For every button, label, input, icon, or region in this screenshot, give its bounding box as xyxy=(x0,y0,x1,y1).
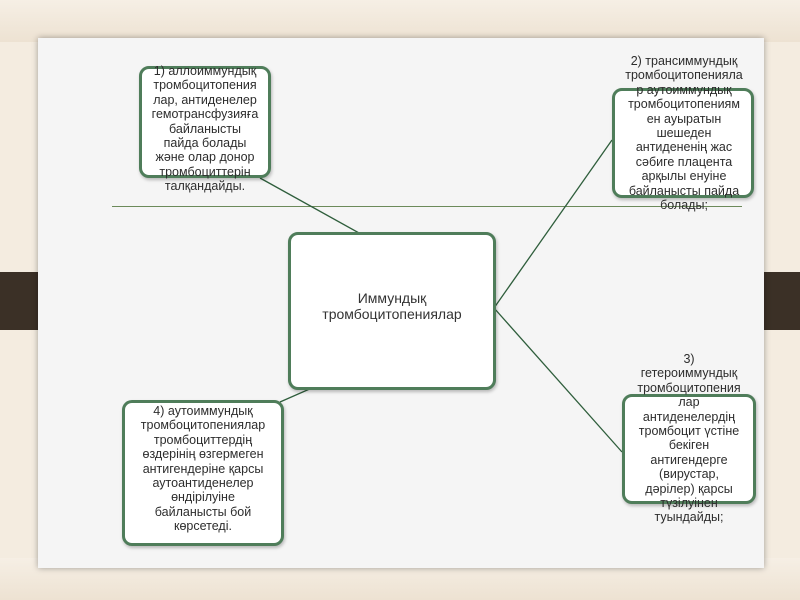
node-1-box xyxy=(139,66,271,178)
node-3-box xyxy=(622,394,756,504)
node-4-box xyxy=(122,400,284,546)
node-1-text: 1) аллоиммундық тромбоцитопения лар, ант… xyxy=(151,64,259,194)
node-2-box xyxy=(612,88,754,198)
connector-node-2 xyxy=(493,139,613,309)
node-2-text: 2) трансиммундық тромбоцитопенияла р аут… xyxy=(625,54,743,213)
background-frame-top xyxy=(0,0,800,42)
node-4-text: 4) аутоиммундық тромбоцитопениялар тромб… xyxy=(140,404,266,534)
node-3-text: 3) гетероиммундық тромбоцитопения лар ан… xyxy=(637,352,741,525)
center-box xyxy=(288,232,496,390)
connector-node-3 xyxy=(493,307,623,453)
center-label: Иммундық тромбоцитопениялар xyxy=(322,290,462,322)
horizontal-divider xyxy=(112,206,742,207)
